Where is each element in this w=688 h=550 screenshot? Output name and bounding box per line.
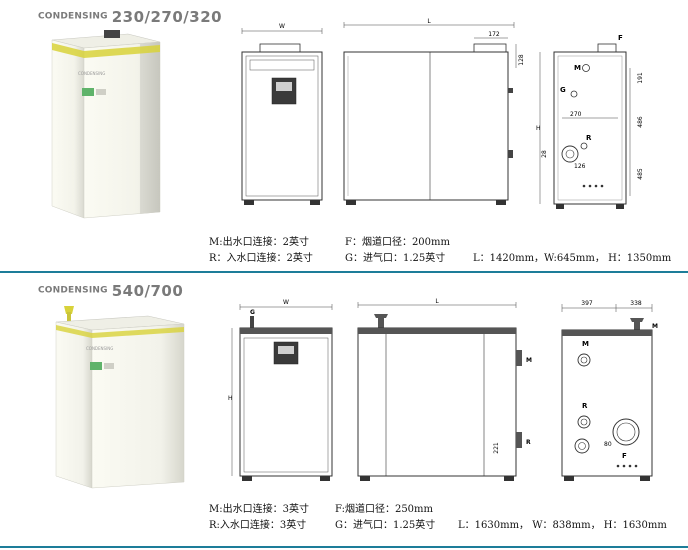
dim-191-label: 191: [637, 72, 644, 84]
flue-label: F: [622, 452, 627, 460]
return-label: R: [586, 134, 592, 142]
display-screen: [90, 362, 102, 370]
front-view-drawing: W: [241, 23, 323, 205]
spec-dimensions: L：1420mm，W:645mm， H：1350mm: [473, 253, 672, 264]
section-divider: [0, 271, 688, 273]
model-numbers: 230/270/320: [111, 7, 223, 26]
return-label: R: [582, 402, 588, 410]
spec-outlet: M:出水口连接：2英寸: [209, 237, 309, 248]
spec-gas: G：进气口：1.25英寸: [345, 253, 446, 264]
spec-dimensions: L：1630mm， W：838mm， H：1630mm: [458, 520, 667, 531]
model-numbers: 540/700: [111, 281, 184, 300]
rear-view-drawing: F M G 270 R 28 126 191 486 485 H: [536, 34, 644, 209]
height-dimension-label: H: [536, 125, 541, 132]
return-label: R: [526, 439, 531, 446]
side-view-drawing: L M R 221: [357, 298, 532, 481]
height-dimension-label: H: [228, 395, 233, 402]
dim-338-label: 338: [630, 300, 642, 307]
product-brand-label: CONDENSING: [86, 346, 113, 351]
display-screen: [82, 88, 94, 96]
dim-126-label: 126: [574, 163, 586, 170]
gas-inlet-label: G: [560, 86, 566, 94]
gas-inlet-label: G: [250, 309, 255, 316]
brand-label: CONDENSING: [38, 285, 108, 296]
product-brand-label: CONDENSING: [78, 71, 105, 76]
length-dimension-label: L: [435, 298, 439, 305]
dim-270-label: 270: [570, 111, 582, 118]
front-view-drawing: W G H: [228, 299, 333, 481]
outlet-label: M: [574, 64, 581, 72]
dim-485-label: 485: [637, 168, 644, 180]
top-outlet-label: M: [652, 323, 658, 330]
section-divider-bottom: [0, 546, 688, 548]
outlet-label: M: [582, 340, 589, 348]
dim-397-label: 397: [581, 300, 593, 307]
spec-gas: G：进气口：1.25英寸: [335, 520, 436, 531]
dim-28-label: 28: [541, 150, 548, 158]
rear-view-drawing: 397 338 M M R 80 F: [561, 300, 658, 481]
brand-label: CONDENSING: [38, 11, 108, 22]
width-dimension-label: W: [283, 299, 289, 306]
spec-inlet: R：入水口连接：2英寸: [209, 253, 313, 264]
dim-486-label: 486: [637, 116, 644, 128]
dim-128-label: 128: [518, 54, 525, 66]
side-view-drawing: L 172 128: [343, 18, 525, 205]
spec-outlet: M:出水口连接：3英寸: [209, 504, 309, 515]
dim-221-label: 221: [493, 442, 500, 454]
spec-flue: F：烟道口径：200mm: [345, 237, 450, 248]
spec-flue: F:烟道口径：250mm: [335, 504, 434, 515]
length-dimension-label: L: [427, 18, 431, 25]
product-photo: CONDENSING: [51, 30, 161, 219]
dim-80-label: 80: [604, 441, 612, 448]
product-photo: CONDENSING: [55, 306, 185, 489]
flue-label: F: [618, 34, 623, 42]
outlet-label: M: [526, 357, 532, 364]
spec-inlet: R:入水口连接：3英寸: [209, 520, 307, 531]
width-dimension-label: W: [279, 23, 285, 30]
dim-172-label: 172: [488, 31, 500, 38]
